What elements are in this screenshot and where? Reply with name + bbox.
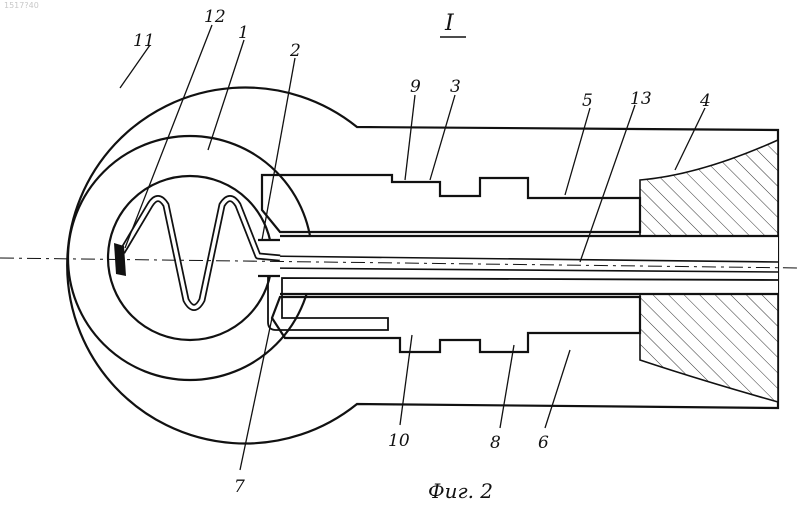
label-9: 9	[410, 77, 421, 97]
figure-caption: Фиг. 2	[428, 479, 493, 503]
label-1: 1	[238, 23, 249, 43]
section-label: I	[444, 11, 455, 36]
label-11: 11	[133, 31, 155, 51]
label-12: 12	[204, 7, 226, 27]
label-2: 2	[289, 41, 301, 61]
label-7: 7	[234, 477, 245, 497]
upper-connector-3	[262, 175, 640, 232]
label-6: 6	[538, 433, 549, 453]
label-4: 4	[699, 91, 711, 111]
label-13: 13	[630, 89, 652, 109]
label-5: 5	[582, 91, 593, 111]
label-8: 8	[490, 433, 501, 453]
lower-connector-8	[272, 297, 640, 352]
label-10: 10	[388, 431, 410, 451]
label-3: 3	[450, 77, 461, 97]
corner-number: 1517?40	[4, 1, 39, 10]
